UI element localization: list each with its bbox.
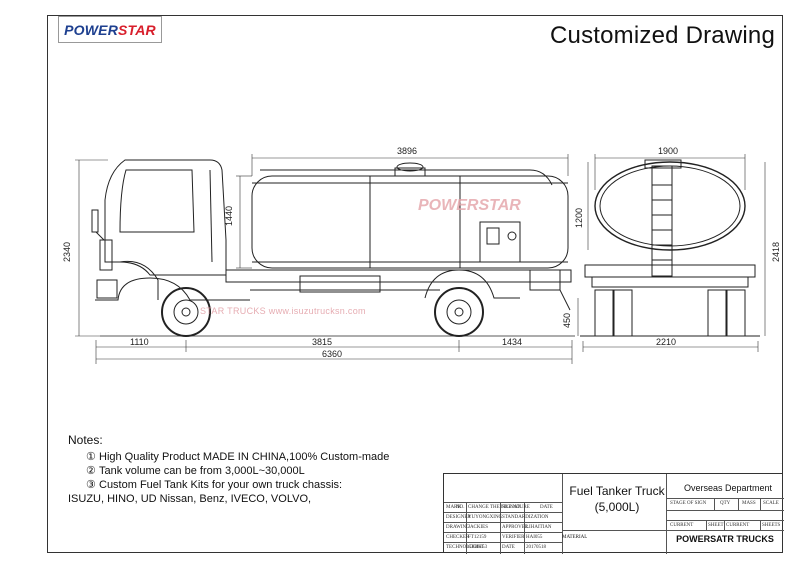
- product-name: Fuel Tanker Truck: [569, 484, 665, 498]
- department-label: Overseas Department: [683, 483, 773, 493]
- dim-wheelbase: 3815: [312, 337, 332, 347]
- tb-sheet: SHEET: [708, 523, 724, 528]
- rear-ladder: [651, 165, 673, 277]
- tb-standardization: STANDARDIZATION: [502, 515, 549, 520]
- tb-approver-name: LIHAITIAN: [526, 525, 552, 530]
- tb-approver-label: APPROVER: [502, 525, 529, 530]
- dim-ground-clearance: 450: [562, 313, 572, 328]
- tb-current-2: CURRENT: [726, 523, 750, 528]
- drawing-frame: [47, 15, 783, 553]
- tb-stage-of-sign: STAGE OF SIGN: [670, 501, 707, 506]
- tb-technologist-name: GE08153: [468, 545, 488, 550]
- tb-qty: QTY: [720, 501, 731, 506]
- note-text: Custom Fuel Tank Kits for your own truck…: [99, 479, 343, 491]
- note-text: High Quality Product MADE IN CHINA,100% …: [99, 451, 390, 463]
- rear-wheel: [434, 287, 484, 337]
- note-number: ②: [86, 465, 96, 477]
- tb-drawing-label: DRAWING: [446, 525, 470, 530]
- note-brands: ISUZU, HINO, UD Nissan, Benz, IVECO, VOL…: [68, 493, 312, 505]
- tb-verifier-name: HAI055: [526, 535, 543, 540]
- tb-change-file: CHANGE THE FILE NO.: [468, 505, 522, 510]
- note-number: ③: [86, 479, 96, 491]
- tb-date-value: 20170518: [526, 545, 546, 550]
- dim-front-overhang: 1110: [130, 337, 149, 347]
- tb-sheets: SHEETS: [762, 523, 781, 528]
- dim-rear-overhang: 1434: [502, 337, 522, 347]
- rear-tank-shell: [594, 161, 746, 251]
- page-title: Customized Drawing: [549, 22, 775, 49]
- tb-signature: SIGNATURE: [502, 505, 530, 510]
- logo-text-star: STAR: [118, 21, 156, 38]
- product-title: Fuel Tanker Truck (5,000L): [562, 483, 672, 515]
- fuel-dispenser-box: [479, 221, 521, 263]
- tb-drawing-name: JACKIES: [468, 525, 489, 530]
- tb-technologist-label: TECHNOLOGIST: [446, 545, 485, 550]
- dim-rear-tank-width: 1900: [658, 146, 678, 156]
- material-label: MATERIAL: [562, 535, 588, 540]
- cab-outline: [104, 159, 227, 276]
- product-capacity: (5,000L): [594, 500, 640, 514]
- watermark-url: STAR TRUCKS www.isuzutrucksn.com: [200, 306, 366, 316]
- rear-bumper: [584, 264, 756, 278]
- tb-no: NO.: [456, 505, 465, 510]
- note-number: ①: [86, 451, 96, 463]
- logo-text-power: POWER: [64, 21, 118, 38]
- tb-date: DATE: [540, 505, 553, 510]
- chassis-rail: [225, 269, 572, 283]
- front-grille: [99, 239, 113, 271]
- tank-body: [251, 175, 569, 269]
- tb-verifier-label: VERIFIER: [502, 535, 525, 540]
- tb-current-1: CURRENT: [670, 523, 694, 528]
- watermark-logo: POWERSTAR: [418, 197, 521, 214]
- tb-mass: MASS: [742, 501, 756, 506]
- tank-manhole: [394, 167, 426, 176]
- tb-designer-label: DESIGNER: [446, 515, 471, 520]
- tb-designer-name: YUYONGXING: [468, 515, 503, 520]
- notes-heading: Notes:: [68, 433, 103, 447]
- title-block: MARK NO. CHANGE THE FILE NO. SIGNATURE D…: [443, 473, 784, 554]
- tb-mark: MARK: [446, 505, 462, 510]
- dim-tank-height: 1440: [224, 206, 234, 226]
- tb-checker-name: FT12159: [468, 535, 487, 540]
- tb-date-label: DATE: [502, 545, 515, 550]
- dim-rear-track-width: 2210: [656, 337, 676, 347]
- company-name: POWERSATR TRUCKS: [676, 534, 774, 544]
- tb-checker-label: CHECKER: [446, 535, 470, 540]
- cab-window: [119, 169, 195, 233]
- dim-tank-length: 3896: [397, 146, 417, 156]
- note-text: Tank volume can be from 3,000L~30,000L: [99, 465, 305, 477]
- dim-rear-total-height: 2418: [771, 242, 781, 262]
- dim-overall-length: 6360: [322, 349, 342, 359]
- dim-rear-tank-height: 1200: [574, 208, 584, 228]
- dim-total-height: 2340: [62, 242, 72, 262]
- tb-scale: SCALE: [763, 501, 779, 506]
